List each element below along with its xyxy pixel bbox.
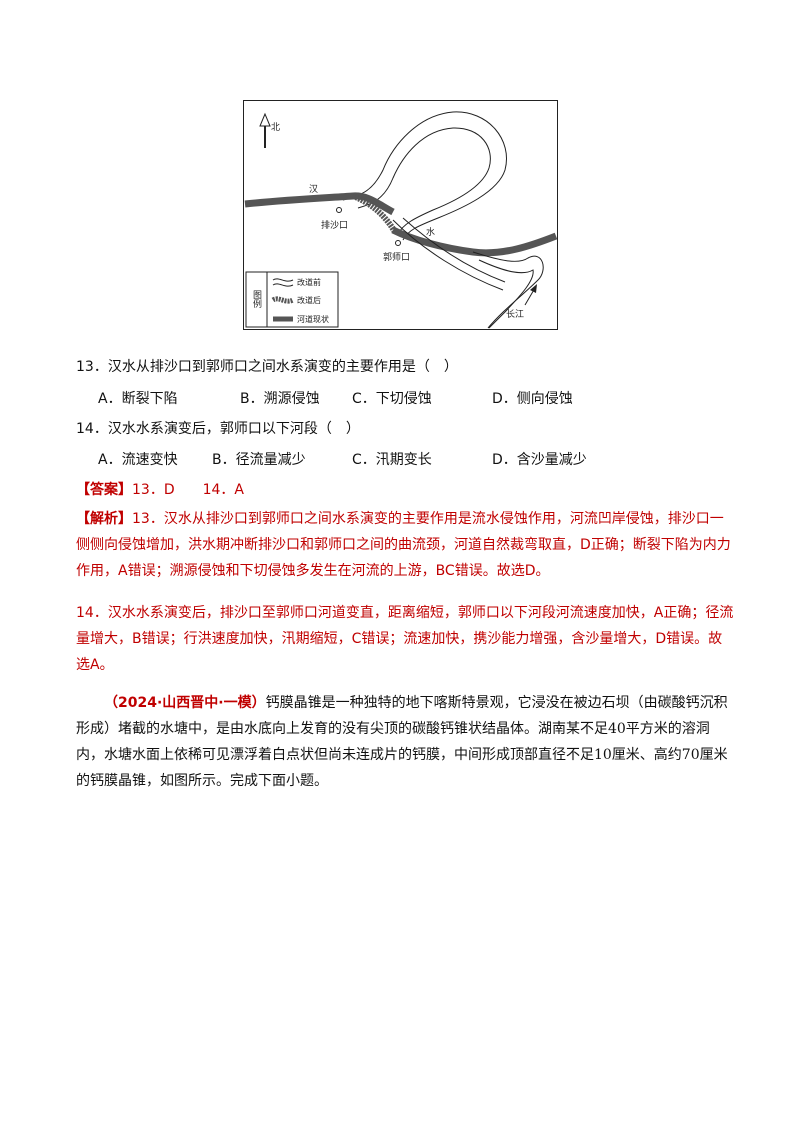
q13-option-a: A．断裂下陷 (98, 391, 178, 407)
q14-option-a: A．流速变快 (98, 452, 178, 468)
old-channel-outer (342, 111, 507, 241)
analysis-label: 【解析】 (76, 511, 132, 527)
old-channel-inner (357, 127, 491, 235)
answer-label: 【答案】 (76, 482, 132, 498)
intro-text: 钙膜晶锥是一种独特的地下喀斯特景观，它浸没在被边石坝（由碳酸钙沉积形成）堵截的水… (76, 695, 728, 789)
north-arrow-icon (259, 112, 271, 148)
flow-arrow-icon (524, 284, 537, 306)
changjiang-bank-1 (472, 251, 544, 329)
shui-label: 水 (426, 226, 435, 238)
han-label: 汉 (309, 184, 318, 195)
map-legend: 图例 改道前 改道后 河道现状 (245, 271, 339, 328)
intro-source: （2024·山西晋中·一模） (104, 695, 266, 711)
q13-option-c: C．下切侵蚀 (352, 391, 432, 407)
changjiang-bank-2 (478, 259, 534, 329)
question-13-stem: 13．汉水从排沙口到郭师口之间水系演变的主要作用是（ ） (76, 359, 458, 375)
paishakou-point (336, 207, 342, 213)
north-label: 北 (271, 122, 280, 133)
q13-option-d: D．侧向侵蚀 (492, 391, 573, 407)
q14-option-b: B．径流量减少 (212, 452, 306, 468)
changjiang-bank-4 (402, 217, 506, 283)
analysis-13-text: 13．汉水从排沙口到郭师口之间水系演变的主要作用是流水侵蚀作用，河流凹岸侵蚀，排… (76, 511, 731, 579)
q13-option-b: B．溯源侵蚀 (240, 391, 320, 407)
current-river (244, 192, 395, 216)
question-14-stem: 14．汉水水系演变后，郭师口以下河段（ ） (76, 421, 360, 437)
diverted-channel (351, 193, 398, 234)
river-map: 北 汉 水 排沙口 郭师口 长江 图例 改道前 改道后 河道现状 (243, 100, 558, 330)
legend-current: 河道现状 (297, 314, 329, 324)
answer-text: 13．D 14．A (132, 482, 244, 498)
analysis-14: 14．汉水水系演变后，排沙口至郭师口河道变直，距离缩短，郭师口以下河段河流速度加… (76, 605, 734, 673)
guoshikou-label: 郭师口 (383, 251, 410, 263)
legend-before: 改道前 (297, 277, 321, 287)
legend-after: 改道后 (297, 295, 321, 305)
guoshikou-point (395, 240, 401, 246)
q14-option-c: C．汛期变长 (352, 452, 432, 468)
next-question-intro: （2024·山西晋中·一模）钙膜晶锥是一种独特的地下喀斯特景观，它浸没在被边石坝… (76, 690, 736, 794)
legend-title: 图例 (251, 290, 262, 309)
paishakou-label: 排沙口 (321, 219, 348, 231)
analysis-13: 【解析】13．汉水从排沙口到郭师口之间水系演变的主要作用是流水侵蚀作用，河流凹岸… (76, 506, 736, 584)
answer-line: 【答案】13．D 14．A (76, 480, 244, 500)
changjiang-label: 长江 (506, 308, 524, 320)
changjiang-bank-3 (392, 219, 504, 291)
q14-option-d: D．含沙量减少 (492, 452, 587, 468)
